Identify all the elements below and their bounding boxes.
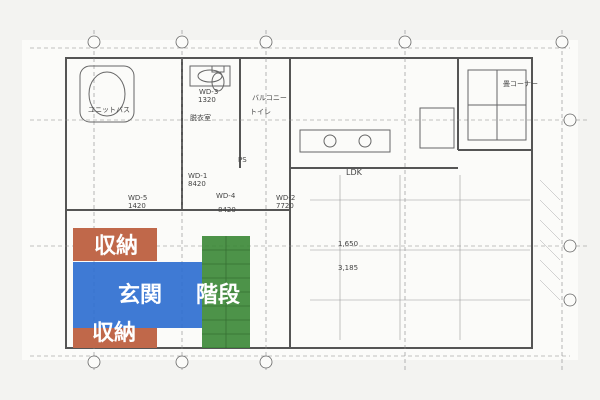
label-ldk: LDK [346, 168, 363, 177]
label-wd3: WD-3 [199, 88, 218, 96]
label-toilet: トイレ [250, 108, 271, 116]
zone-storage-top [73, 228, 157, 261]
label-tatami: 畳コーナー [503, 80, 538, 88]
label-dim-2: 3,185 [338, 264, 358, 272]
label-wd5-size: 1420 [128, 202, 146, 210]
kitchen-counter [299, 107, 455, 153]
ldk-details [310, 175, 530, 340]
right-hatch [539, 179, 561, 301]
label-wd2-size: 7720 [276, 202, 294, 210]
label-wd4: WD-4 [216, 192, 236, 200]
label-dim-1: 1,650 [338, 240, 358, 248]
zone-label-entrance: 玄関 [118, 282, 162, 308]
zone-label-stairs: 階段 [196, 282, 240, 308]
zone-entrance [73, 262, 202, 328]
zone-storage-bottom [73, 328, 157, 348]
label-wd1: WD-1 [188, 172, 207, 180]
zone-label-storage-top: 収納 [94, 233, 138, 259]
label-wd2: WD-2 [276, 194, 295, 202]
room-labels: ユニットバス 脱衣室 トイレ バルコニー LDK 畳コーナー WD-3 1320… [88, 80, 538, 272]
zone-label-storage-bottom: 収納 [92, 320, 136, 346]
label-ps: PS [238, 156, 247, 164]
label-washroom: 脱衣室 [190, 113, 211, 122]
label-wd5: WD-5 [128, 194, 147, 202]
bathtub [79, 65, 135, 123]
stair-treads [202, 236, 250, 348]
outer-walls [65, 57, 533, 349]
label-wd1-size: 8420 [188, 180, 206, 188]
label-bath: ユニットバス [88, 106, 130, 114]
label-balcony: バルコニー [252, 94, 287, 102]
washbasin [189, 65, 231, 87]
label-wd3-size: 1320 [198, 96, 216, 104]
grid-markers [87, 35, 577, 369]
label-wd4-size: 8420 [218, 206, 236, 214]
tatami-corner [467, 69, 527, 141]
